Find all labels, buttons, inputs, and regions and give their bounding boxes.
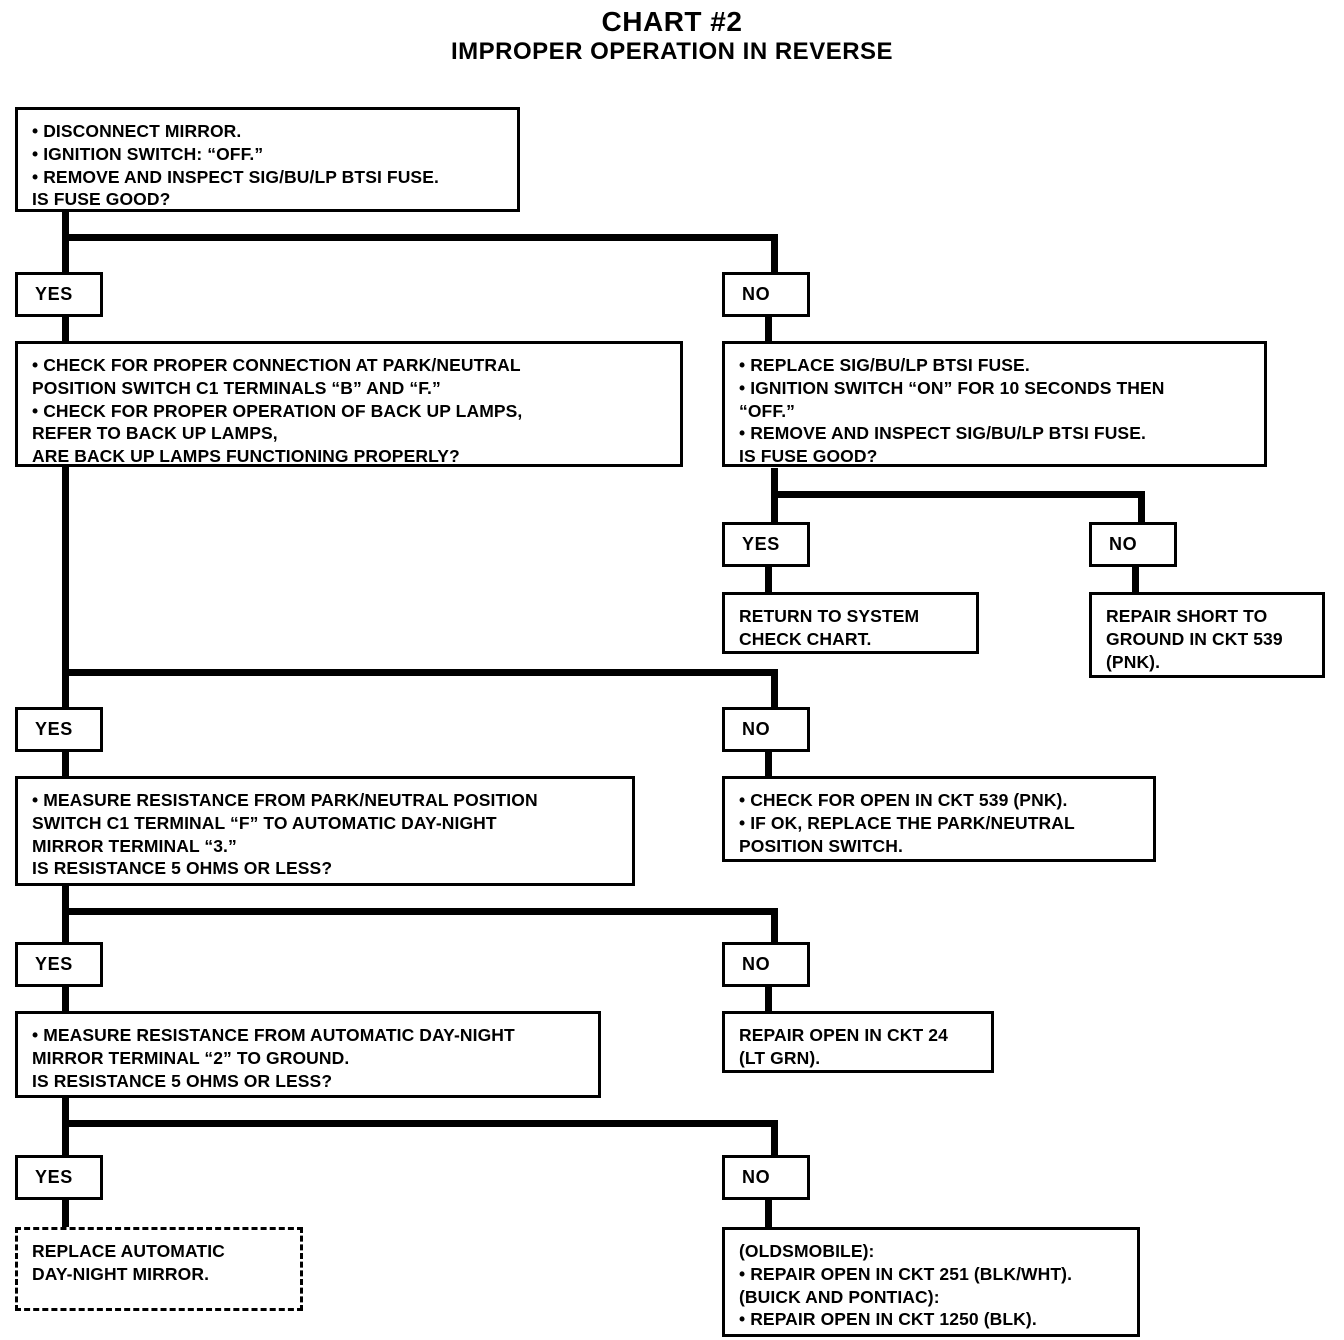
connector-yes4-to-n8 <box>62 985 69 1013</box>
branch-label-no-4: NO <box>722 942 810 987</box>
node-text: • CHECK FOR OPEN IN CKT 539 (PNK). • IF … <box>739 790 1075 856</box>
branch-label-text: NO <box>1109 534 1138 554</box>
connector-level3-bar <box>62 669 778 676</box>
chart-title: CHART #2 <box>601 6 743 37</box>
node-disconnect-mirror: • DISCONNECT MIRROR. • IGNITION SWITCH: … <box>15 107 520 212</box>
connector-level4-bar <box>62 908 778 915</box>
connector-yes2-to-n4 <box>765 565 772 592</box>
connector-yes5-to-n10 <box>62 1198 69 1228</box>
branch-label-text: NO <box>742 954 771 974</box>
connector-level5-bar <box>62 1120 778 1127</box>
chart-subtitle: IMPROPER OPERATION IN REVERSE <box>450 38 894 65</box>
connector-level1-bar <box>62 234 778 241</box>
branch-label-text: YES <box>35 284 73 304</box>
node-text: • CHECK FOR PROPER CONNECTION AT PARK/NE… <box>32 355 523 466</box>
node-text: REPAIR SHORT TO GROUND IN CKT 539 (PNK). <box>1106 606 1283 672</box>
branch-label-no-2: NO <box>1089 522 1177 567</box>
connector-no4-to-n9 <box>765 985 772 1013</box>
connector-no1-to-n3 <box>765 315 772 343</box>
node-repair-open-ckt-24: REPAIR OPEN IN CKT 24 (LT GRN). <box>722 1011 994 1073</box>
node-text: • MEASURE RESISTANCE FROM PARK/NEUTRAL P… <box>32 790 538 879</box>
node-check-park-neutral-connection: • CHECK FOR PROPER CONNECTION AT PARK/NE… <box>15 341 683 467</box>
connector-level1-right-drop <box>771 234 778 278</box>
node-return-to-system-check-chart: RETURN TO SYSTEM CHECK CHART. <box>722 592 979 654</box>
branch-label-text: NO <box>742 284 771 304</box>
branch-label-yes-1: YES <box>15 272 103 317</box>
branch-label-text: NO <box>742 719 771 739</box>
connector-level2-right-drop <box>1138 491 1145 528</box>
connector-no3-to-n7 <box>765 750 772 778</box>
node-replace-btsi-fuse: • REPLACE SIG/BU/LP BTSI FUSE. • IGNITIO… <box>722 341 1267 467</box>
node-replace-day-night-mirror: REPLACE AUTOMATIC DAY-NIGHT MIRROR. <box>15 1227 303 1311</box>
node-measure-resistance-terminal-2: • MEASURE RESISTANCE FROM AUTOMATIC DAY-… <box>15 1011 601 1098</box>
connector-no2-to-n5 <box>1132 565 1139 592</box>
connector-level4-right-drop <box>771 908 778 948</box>
node-text: • REPLACE SIG/BU/LP BTSI FUSE. • IGNITIO… <box>739 355 1165 466</box>
branch-label-yes-4: YES <box>15 942 103 987</box>
connector-level5-right-drop <box>771 1120 778 1160</box>
branch-label-text: NO <box>742 1167 771 1187</box>
node-text: REPLACE AUTOMATIC DAY-NIGHT MIRROR. <box>32 1241 225 1284</box>
connector-n6-stem <box>62 884 69 954</box>
connector-n1-stem <box>62 210 69 280</box>
connector-level2-bar <box>771 491 1145 498</box>
branch-label-text: YES <box>35 1167 73 1187</box>
node-text: (OLDSMOBILE): • REPAIR OPEN IN CKT 251 (… <box>739 1241 1073 1330</box>
branch-label-no-5: NO <box>722 1155 810 1200</box>
branch-label-text: YES <box>35 719 73 739</box>
node-text: • DISCONNECT MIRROR. • IGNITION SWITCH: … <box>32 121 439 210</box>
node-text: RETURN TO SYSTEM CHECK CHART. <box>739 606 920 649</box>
connector-n3-stem <box>771 468 778 530</box>
branch-label-text: YES <box>742 534 780 554</box>
branch-label-yes-2: YES <box>722 522 810 567</box>
node-measure-resistance-terminal-f: • MEASURE RESISTANCE FROM PARK/NEUTRAL P… <box>15 776 635 886</box>
branch-label-text: YES <box>35 954 73 974</box>
node-check-open-ckt-539: • CHECK FOR OPEN IN CKT 539 (PNK). • IF … <box>722 776 1156 862</box>
node-repair-open-ground-circuits: (OLDSMOBILE): • REPAIR OPEN IN CKT 251 (… <box>722 1227 1140 1337</box>
branch-label-yes-5: YES <box>15 1155 103 1200</box>
node-text: • MEASURE RESISTANCE FROM AUTOMATIC DAY-… <box>32 1025 515 1091</box>
branch-label-no-3: NO <box>722 707 810 752</box>
connector-yes1-to-n2 <box>62 315 69 343</box>
connector-n2-spine <box>62 465 69 715</box>
node-repair-short-ckt-539: REPAIR SHORT TO GROUND IN CKT 539 (PNK). <box>1089 592 1325 678</box>
branch-label-yes-3: YES <box>15 707 103 752</box>
connector-n8-stem <box>62 1096 69 1166</box>
connector-yes3-to-n6 <box>62 750 69 778</box>
branch-label-no-1: NO <box>722 272 810 317</box>
connector-level3-right-drop <box>771 669 778 713</box>
node-text: REPAIR OPEN IN CKT 24 (LT GRN). <box>739 1025 948 1068</box>
connector-no5-to-n11 <box>765 1198 772 1228</box>
